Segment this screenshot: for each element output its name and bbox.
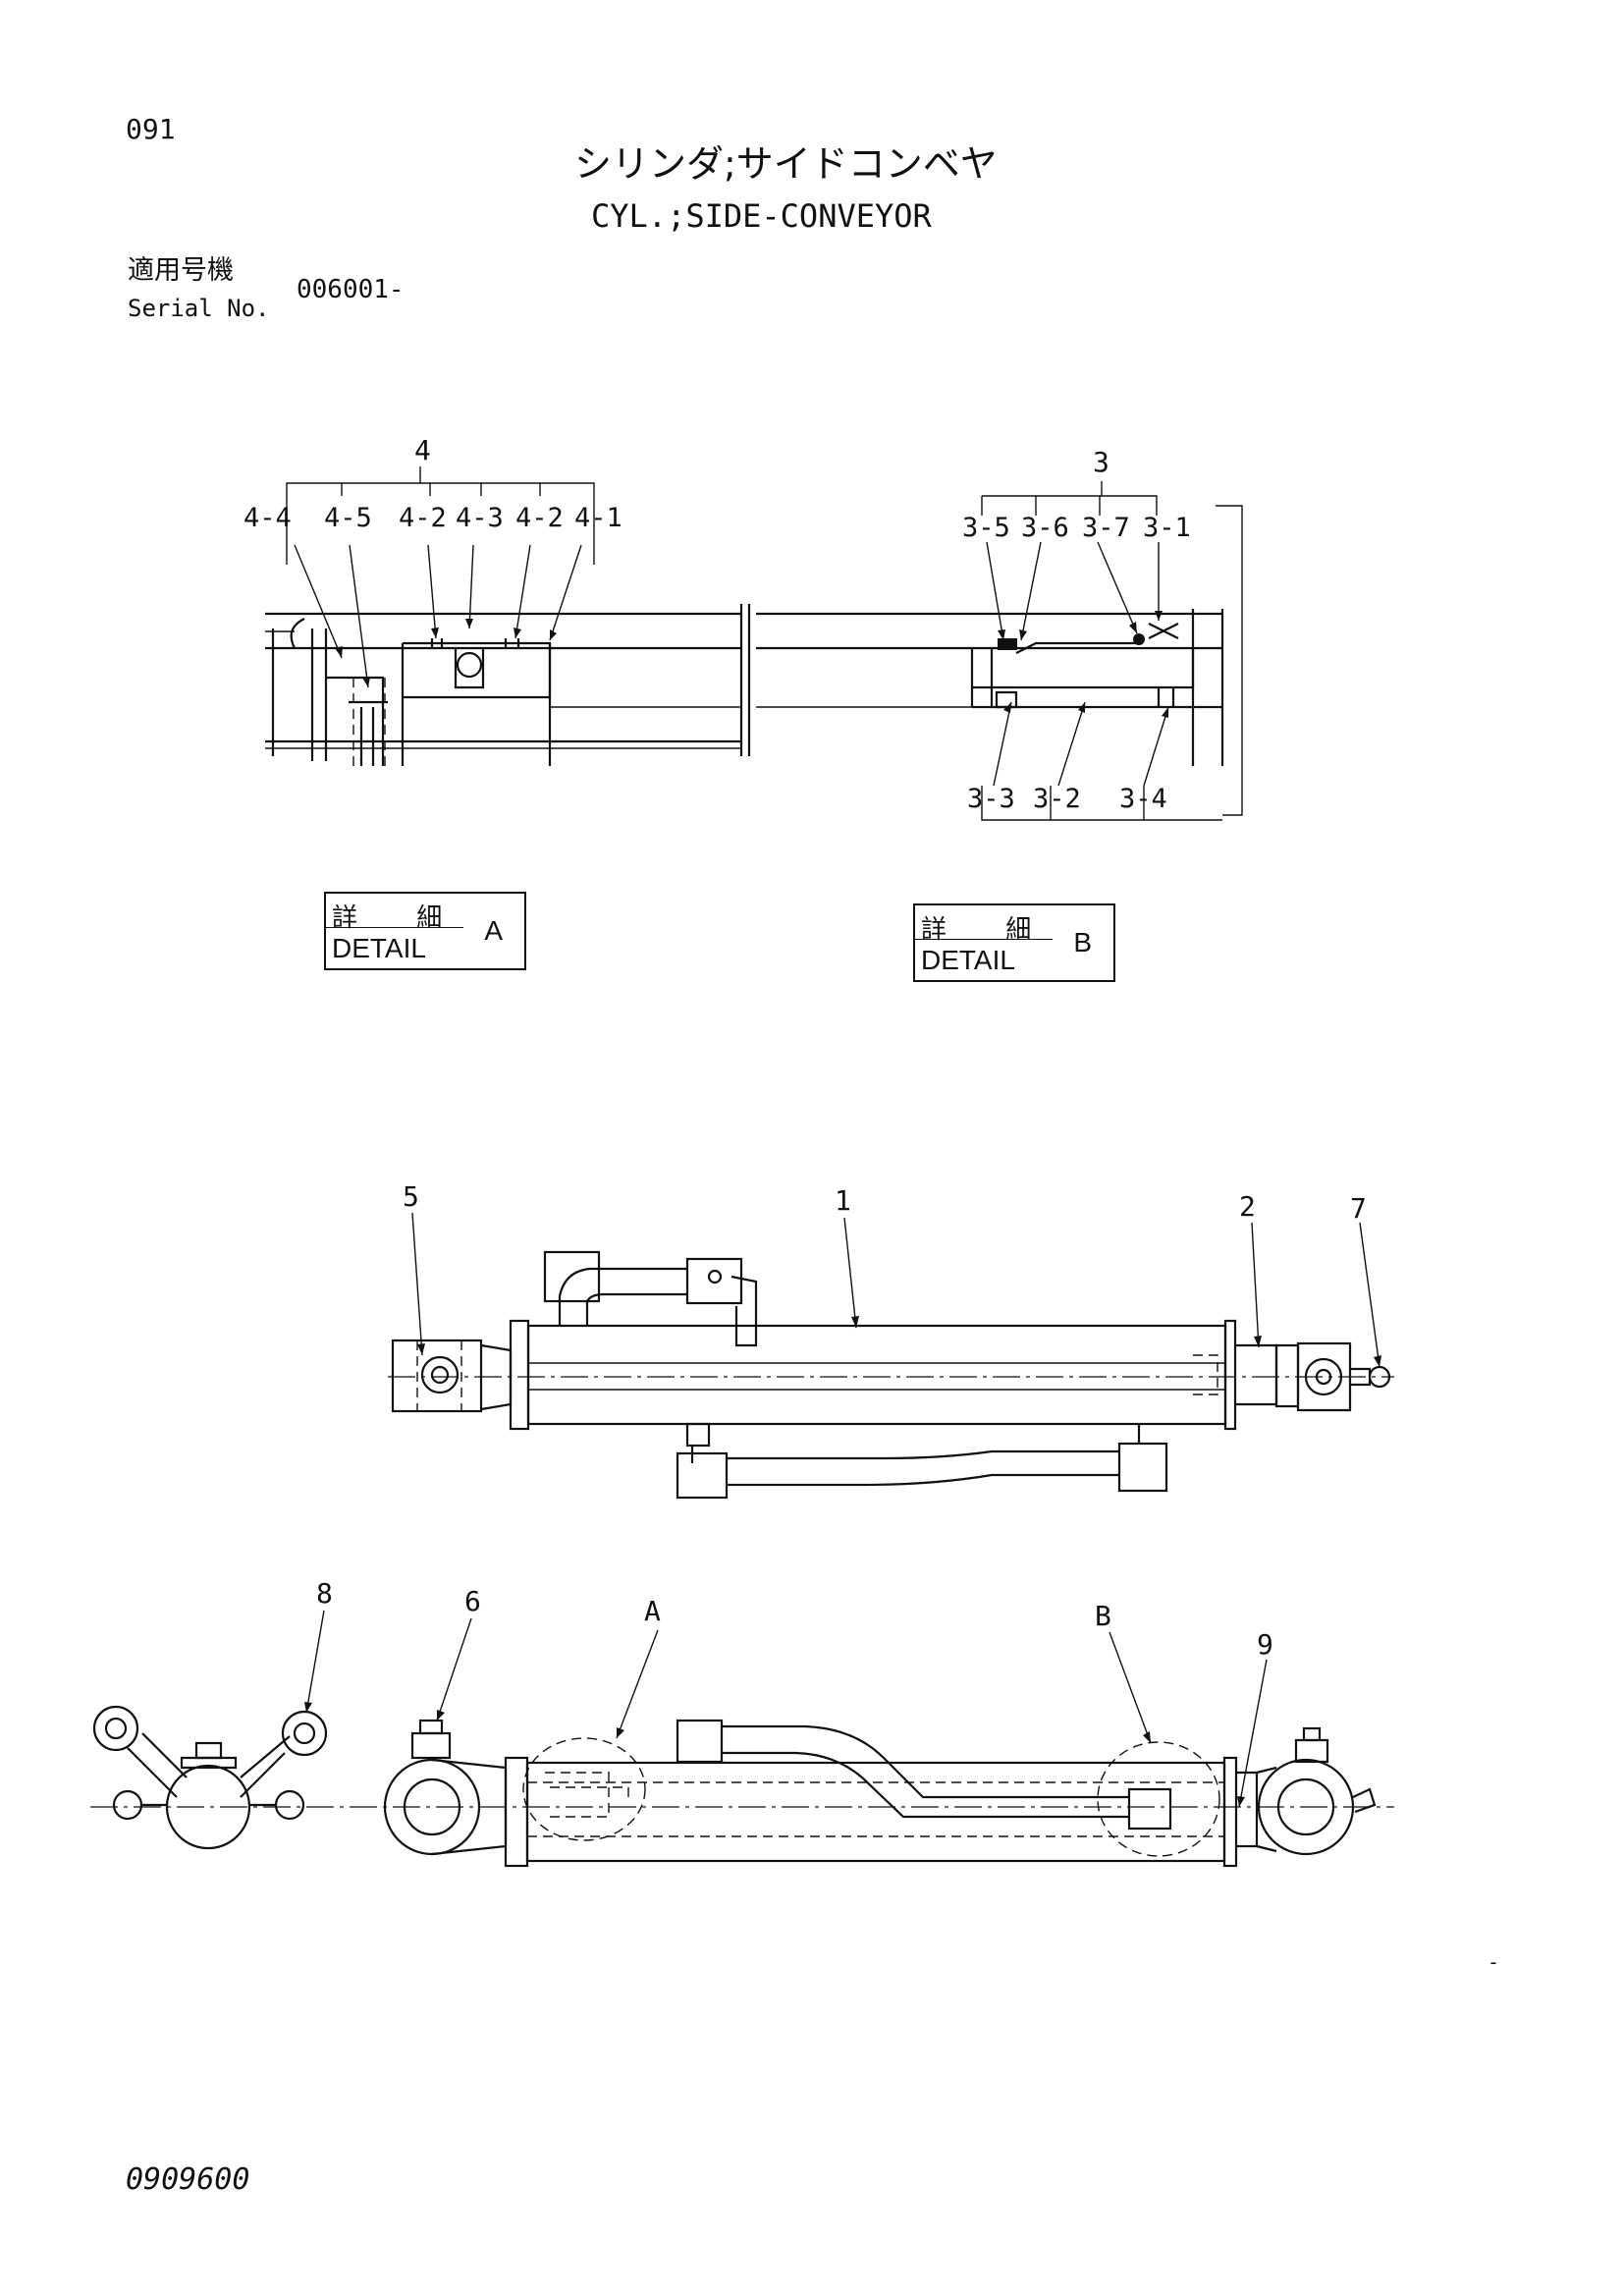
page-title-en: CYL.;SIDE-CONVEYOR	[591, 197, 932, 235]
detail-a-callout-4-1: 4-1	[574, 503, 622, 533]
detail-b-callout-3-4: 3-4	[1119, 784, 1167, 814]
detail-a-section-view: 4 4-4 4-5 4-2 4-3 4-2 4-1	[243, 434, 751, 766]
side-view-callout-9: 9	[1257, 1628, 1273, 1661]
detail-a-group-label: 4	[414, 434, 431, 466]
top-view-callout-7: 7	[1350, 1192, 1367, 1225]
detail-a-box-letter: A	[484, 915, 503, 946]
cylinder-side-view: 8 6 A B 9	[90, 1577, 1394, 1868]
page-number: 091	[126, 113, 176, 145]
serial-value: 006001-	[297, 275, 405, 304]
margin-mark: -	[1488, 1950, 1500, 1974]
detail-b-group-label: 3	[1093, 446, 1109, 478]
top-view-callout-5: 5	[403, 1180, 419, 1213]
detail-b-box-en: DETAIL	[921, 945, 1015, 975]
detail-b-callout-3-6: 3-6	[1021, 513, 1069, 543]
detail-b-section-view: 3 3-5 3-6 3-7 3-1 3-3 3-2 3-4	[756, 446, 1243, 821]
detail-a-callout-4-3: 4-3	[456, 503, 504, 533]
detail-a-callout-4-2b: 4-2	[515, 503, 564, 533]
side-view-callout-a: A	[644, 1595, 661, 1627]
detail-b-label-box: 詳 細 DETAIL B	[913, 903, 1115, 982]
detail-b-callout-3-5: 3-5	[962, 513, 1010, 543]
side-view-callout-8: 8	[316, 1577, 333, 1610]
detail-b-callout-3-2: 3-2	[1033, 784, 1081, 814]
detail-b-box-divider	[915, 939, 1053, 940]
page-title-jp: シリンダ;サイドコンベヤ	[574, 142, 998, 186]
detail-b-callout-3-7: 3-7	[1082, 513, 1130, 543]
cylinder-top-view: 5 1 2 7	[388, 1180, 1394, 1500]
serial-label-jp: 適用号機	[128, 255, 234, 286]
detail-a-box-divider	[326, 927, 463, 928]
drawing-number: 0909600	[126, 2162, 250, 2197]
side-view-callout-6: 6	[464, 1585, 481, 1617]
detail-a-callout-4-4: 4-4	[243, 503, 292, 533]
detail-b-callout-3-3: 3-3	[967, 784, 1015, 814]
detail-b-callout-3-1: 3-1	[1143, 513, 1191, 543]
detail-a-box-en: DETAIL	[332, 933, 426, 963]
detail-a-label-box: 詳 細 DETAIL A	[324, 892, 526, 970]
side-view-callout-b: B	[1095, 1600, 1111, 1632]
detail-a-callout-4-2: 4-2	[399, 503, 447, 533]
detail-a-callout-4-5: 4-5	[324, 503, 372, 533]
detail-a-box-jp: 詳 細	[332, 903, 468, 933]
detail-b-box-letter: B	[1073, 927, 1092, 957]
serial-label-en: Serial No.	[128, 295, 270, 322]
top-view-callout-1: 1	[835, 1184, 851, 1217]
detail-b-box-jp: 詳 細	[921, 915, 1057, 945]
top-view-callout-2: 2	[1239, 1190, 1256, 1223]
